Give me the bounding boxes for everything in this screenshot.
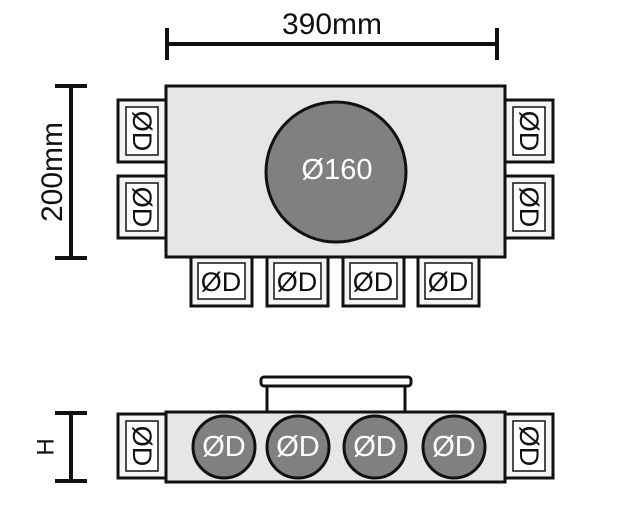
outlet-label: ØD	[353, 431, 397, 463]
side-left-port: ØD	[116, 412, 168, 480]
port-label: ØD	[127, 187, 157, 228]
port-label: ØD	[127, 111, 157, 152]
top-bottom-port-1: ØD	[189, 255, 254, 308]
main-outlet-label: Ø160	[302, 154, 373, 186]
port-label: ØD	[353, 267, 394, 297]
top-bottom-port-3: ØD	[341, 255, 406, 308]
top-right-port-2: ØD	[503, 174, 555, 240]
port-label: ØD	[428, 267, 469, 297]
port-label: ØD	[514, 111, 544, 152]
height-dimension: 200mm	[36, 84, 87, 260]
width-dimension: 390mm	[165, 8, 499, 60]
side-view: ØD ØD ØD ØD ØD ØD	[116, 375, 555, 484]
width-label: 390mm	[282, 8, 382, 41]
top-right-port-1: ØD	[503, 98, 555, 164]
side-right-port: ØD	[503, 412, 555, 480]
outlet-label: ØD	[276, 431, 320, 463]
outlet-label: ØD	[202, 431, 246, 463]
side-outlet-1: ØD	[191, 414, 257, 480]
side-height-dimension: H	[33, 411, 87, 483]
port-label: ØD	[127, 426, 157, 467]
side-height-label: H	[33, 438, 60, 455]
outlet-label: ØD	[432, 431, 476, 463]
top-left-port-1: ØD	[116, 98, 168, 164]
height-label: 200mm	[36, 122, 69, 222]
port-label: ØD	[201, 267, 242, 297]
main-outlet: Ø160	[264, 100, 408, 244]
side-outlet-4: ØD	[421, 414, 487, 480]
side-outlet-2: ØD	[265, 414, 331, 480]
port-label: ØD	[277, 267, 318, 297]
top-left-port-2: ØD	[116, 174, 168, 240]
top-bottom-port-4: ØD	[416, 255, 481, 308]
port-label: ØD	[514, 187, 544, 228]
port-label: ØD	[514, 426, 544, 467]
top-view: ØD ØD ØD ØD ØD ØD	[116, 84, 555, 308]
side-collar	[259, 375, 413, 414]
side-outlet-3: ØD	[342, 414, 408, 480]
top-bottom-port-2: ØD	[265, 255, 330, 308]
